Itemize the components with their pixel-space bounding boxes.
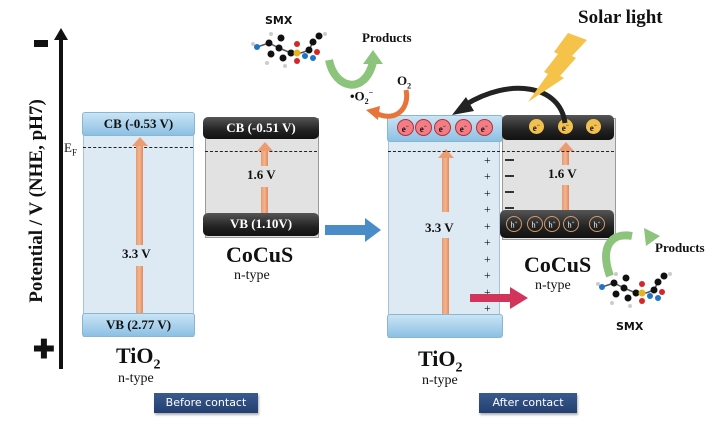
gap-arrow-upper xyxy=(562,150,569,165)
gap-arrowhead xyxy=(438,149,454,158)
gap-arrow-upper xyxy=(442,158,449,212)
electron: e− xyxy=(434,119,451,136)
gap-arrow-lower xyxy=(136,266,143,313)
tio2-name-before: TiO2 xyxy=(116,343,161,373)
solar-light-label: Solar light xyxy=(578,7,663,28)
plus-charge: + xyxy=(484,169,491,183)
plus-charge: + xyxy=(484,252,491,266)
gap-arrow-lower xyxy=(261,187,268,213)
cocus-cb-before: CB (-0.51 V) xyxy=(203,117,319,139)
tio2-name-after: TiO2 xyxy=(418,346,463,376)
minus-charge xyxy=(505,207,514,209)
products-label-bottom: Products xyxy=(655,240,705,255)
smx-molecule-icon xyxy=(251,32,327,68)
before-contact-label: Before contact xyxy=(154,393,258,413)
tio2-gap-label-after: 3.3 V xyxy=(425,220,454,235)
electron-cocus: e− xyxy=(529,119,544,134)
green-arrowhead-icon xyxy=(644,228,660,246)
cocus-type-before: n-type xyxy=(234,268,270,283)
fermi-level-label: EF xyxy=(64,140,77,158)
cocus-gap-label-before: 1.6 V xyxy=(247,167,276,182)
electron-cocus: e− xyxy=(586,119,601,134)
after-contact-label: After contact xyxy=(479,393,577,413)
gap-arrow-lower xyxy=(442,238,449,314)
hole: h+ xyxy=(563,216,579,232)
green-reaction-arrow-icon xyxy=(325,50,383,89)
axis-arrowhead xyxy=(54,28,68,40)
electron: e− xyxy=(415,119,432,136)
hole: h+ xyxy=(544,216,560,232)
cocus-vb-before: VB (1.10V) xyxy=(203,213,319,236)
cocus-name-after: CoCuS xyxy=(524,252,592,277)
tio2-gap-label-before: 3.3 V xyxy=(122,246,151,261)
tio2-cb-before: CB (-0.53 V) xyxy=(82,112,195,136)
hole: h+ xyxy=(589,216,605,232)
gap-arrow-lower xyxy=(562,185,569,210)
smx-molecule-icon xyxy=(596,272,672,308)
smx-label-top: SMX xyxy=(265,14,293,27)
electric-field-arrow-icon xyxy=(470,287,528,309)
tio2-type-before: n-type xyxy=(118,371,154,386)
superoxide-label: •O2− xyxy=(350,88,374,106)
plus-charge: + xyxy=(484,285,491,299)
electron: e− xyxy=(397,119,414,136)
electron: e− xyxy=(455,119,472,136)
axis-label: Potential / V (NHE, pH7) xyxy=(26,99,47,303)
minus-icon xyxy=(34,40,48,47)
plus-charge: + xyxy=(484,235,491,249)
gap-arrowhead xyxy=(132,137,148,146)
minus-charge xyxy=(505,159,514,161)
gap-arrowhead xyxy=(558,142,574,151)
orange-reduction-arrow-icon xyxy=(366,89,410,120)
minus-charge xyxy=(505,191,514,193)
cocus-type-after: n-type xyxy=(535,278,571,293)
tio2-vb-before: VB (2.77 V) xyxy=(82,313,195,337)
cocus-gap-label-after: 1.6 V xyxy=(548,166,577,181)
plus-icon: ✚ xyxy=(33,335,55,364)
gap-arrow-upper xyxy=(136,146,143,245)
tio2-type-after: n-type xyxy=(422,373,458,388)
plus-charge: + xyxy=(484,202,491,216)
gap-arrow-upper xyxy=(261,150,268,166)
plus-charge: + xyxy=(484,186,491,200)
minus-charge xyxy=(505,175,514,177)
tio2-vb-after xyxy=(387,314,503,338)
plus-charge: + xyxy=(484,268,491,282)
electron-transfer-arrow-icon xyxy=(452,85,568,124)
electron: e− xyxy=(476,119,493,136)
lightning-icon xyxy=(528,33,587,102)
hole: h+ xyxy=(527,216,543,232)
cocus-name-before: CoCuS xyxy=(226,242,294,267)
fermi-line-after xyxy=(388,151,614,152)
o2-label: O2 xyxy=(397,73,412,91)
plus-charge: + xyxy=(484,219,491,233)
potential-axis xyxy=(59,36,63,369)
gap-arrowhead xyxy=(257,142,273,151)
smx-label-bottom: SMX xyxy=(616,320,644,333)
products-label-top: Products xyxy=(362,30,412,45)
transition-arrow-icon xyxy=(325,218,381,242)
hole: h+ xyxy=(506,216,522,232)
plus-charge: + xyxy=(484,153,491,167)
plus-charge: + xyxy=(484,301,491,315)
electron-cocus: e− xyxy=(558,119,573,134)
green-oxidation-arrow-icon xyxy=(602,231,633,278)
